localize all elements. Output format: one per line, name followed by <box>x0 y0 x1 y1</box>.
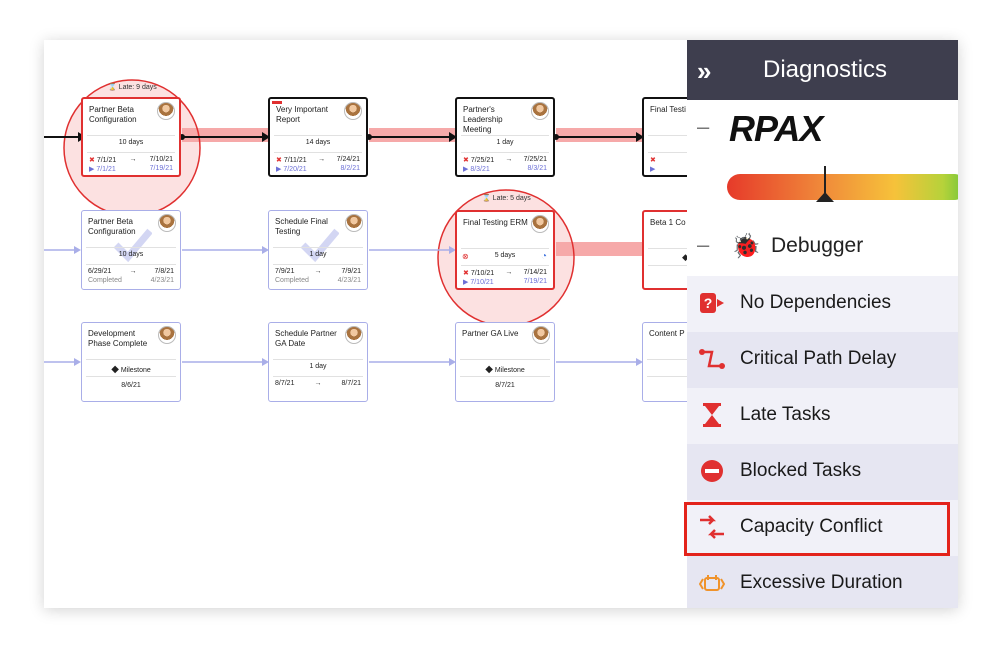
blocked-icon <box>701 460 723 482</box>
capacity-conflict-icon <box>700 515 724 539</box>
avatar <box>531 215 549 233</box>
milestone-diamond-icon: ◆ <box>111 364 119 375</box>
task-card[interactable]: Schedule Partner GA Date 1 day 8/7/21→8/… <box>268 322 368 402</box>
debugger-label: Debugger <box>771 234 864 257</box>
task-card[interactable]: Partner's Leadership Meeting 1 day ✖ 7/2… <box>455 97 555 177</box>
late-x-icon: ✖ <box>650 157 656 164</box>
task-card[interactable]: Final Testing ERM ⊗ 5 days ◔ ✖ 7/10/21→7… <box>455 210 555 290</box>
conflict-band <box>556 242 644 256</box>
late-x-icon: ✖ <box>276 157 282 164</box>
late-badge: ⌛ Late: 9 days <box>108 84 157 91</box>
task-duration: 10 days <box>118 251 144 258</box>
avatar <box>532 326 550 344</box>
completed-check-icon <box>300 228 339 263</box>
gauge-needle <box>824 166 827 196</box>
bug-icon: 🐞 <box>731 233 761 260</box>
task-title: Very Important Report <box>276 105 329 124</box>
blocked-icon: ⊗ <box>462 252 469 261</box>
task-card[interactable]: Partner Beta Configuration 10 days ✖ 7/1… <box>81 97 181 177</box>
task-title: Schedule Partner GA Date <box>275 329 337 348</box>
task-title: Final Testing ERM <box>463 218 528 227</box>
gauge-bar <box>727 174 958 200</box>
progress-icon: ◔ <box>540 251 547 262</box>
avatar <box>344 102 362 120</box>
task-card[interactable]: Partner Beta Configuration 10 days 6/29/… <box>81 210 181 290</box>
milestone-diamond-icon: ◆ <box>682 252 687 262</box>
hourglass-icon: ⌛ <box>108 84 117 91</box>
avatar <box>345 326 363 344</box>
late-x-icon: ✖ <box>463 157 469 164</box>
task-duration: 10 days <box>118 139 144 146</box>
task-card[interactable]: Partner GA Live ◆ Milestone 8/7/21 <box>455 322 555 402</box>
avatar <box>157 102 175 120</box>
collapse-toggle[interactable]: – <box>697 114 710 139</box>
avatar <box>158 326 176 344</box>
collapse-toggle[interactable]: – <box>697 232 710 257</box>
hourglass-icon: ⌛ <box>482 195 491 202</box>
collapse-chevron-icon[interactable]: » <box>697 56 712 86</box>
late-x-icon: ✖ <box>463 270 469 277</box>
task-card[interactable]: Beta 1 Co ◆ <box>642 210 687 290</box>
rpax-section: – RPAX <box>687 100 958 160</box>
task-duration: 1 day <box>309 251 327 258</box>
avatar <box>345 214 363 232</box>
late-x-icon: ✖ <box>89 157 95 164</box>
diag-item-critical-path-delay[interactable]: Critical Path Delay <box>687 332 958 388</box>
task-duration: 5 days <box>494 252 516 259</box>
diag-item-excessive-duration[interactable]: Excessive Duration <box>687 556 958 608</box>
task-card[interactable]: Schedule Final Testing 1 day 7/9/21→7/9/… <box>268 210 368 290</box>
critical-band-1 <box>182 128 272 142</box>
task-title: Beta 1 Co <box>650 218 686 227</box>
baseline-flag-icon: ▶ <box>650 166 656 173</box>
milestone-date: 8/7/21 <box>495 382 515 389</box>
task-title: Schedule Final Testing <box>275 217 328 236</box>
task-card[interactable]: Very Important Report 14 days ✖ 7/11/21→… <box>268 97 368 177</box>
task-title: Content P Creation <box>649 329 687 338</box>
panel-title: Diagnostics <box>763 56 888 83</box>
debugger-section[interactable]: – 🐞 Debugger <box>687 220 958 276</box>
critical-path-icon <box>699 349 725 369</box>
task-title: Development Phase Complete <box>88 329 148 348</box>
task-title: Partner Beta Configuration <box>88 217 136 236</box>
diag-item-late-tasks[interactable]: Late Tasks <box>687 388 958 444</box>
app-frame: ⌛ Late: 9 days ⌛ Late: 5 days Partner Be… <box>44 40 958 608</box>
critical-band-2 <box>369 128 459 142</box>
hourglass-icon <box>703 403 721 427</box>
baseline-flag-icon: ▶ <box>276 166 282 173</box>
rpax-logo: RPAX <box>729 108 823 149</box>
baseline-flag-icon: ▶ <box>463 279 469 286</box>
task-title: Partner GA Live <box>462 329 519 338</box>
task-title: Partner's Leadership Meeting <box>463 105 503 134</box>
panel-header: » Diagnostics <box>687 40 958 100</box>
task-duration: 14 days <box>305 139 331 146</box>
task-card[interactable]: Final Testi ✖ ▶ <box>642 97 687 177</box>
rpax-gauge <box>687 160 958 220</box>
avatar <box>158 214 176 232</box>
avatar <box>531 102 549 120</box>
diagnostics-panel: » Diagnostics – RPAX – 🐞 Debugger ? No D… <box>684 40 958 608</box>
gantt-canvas[interactable]: ⌛ Late: 9 days ⌛ Late: 5 days Partner Be… <box>44 40 687 608</box>
task-duration: 1 day <box>496 139 514 146</box>
milestone-diamond-icon: ◆ <box>485 364 493 375</box>
task-card[interactable]: Content P Creation <box>642 322 687 402</box>
completed-check-icon <box>113 228 152 263</box>
gauge-needle-tip <box>816 192 835 202</box>
critical-band-3 <box>556 128 644 142</box>
excessive-duration-icon <box>699 575 725 591</box>
task-duration: 1 day <box>309 363 327 370</box>
diag-item-capacity-conflict[interactable]: Capacity Conflict <box>687 500 958 556</box>
no-dependencies-icon: ? <box>700 293 724 313</box>
diag-item-blocked-tasks[interactable]: Blocked Tasks <box>687 444 958 500</box>
task-title: Final Testi <box>650 105 686 114</box>
baseline-flag-icon: ▶ <box>89 166 95 173</box>
task-title: Partner Beta Configuration <box>89 105 137 124</box>
svg-text:?: ? <box>704 295 713 311</box>
selection-highlight <box>684 502 950 556</box>
task-card[interactable]: Development Phase Complete ◆ Milestone 8… <box>81 322 181 402</box>
diag-item-no-dependencies[interactable]: ? No Dependencies <box>687 276 958 332</box>
milestone-date: 8/6/21 <box>121 382 141 389</box>
baseline-flag-icon: ▶ <box>463 166 469 173</box>
late-badge: ⌛ Late: 5 days <box>482 195 531 202</box>
